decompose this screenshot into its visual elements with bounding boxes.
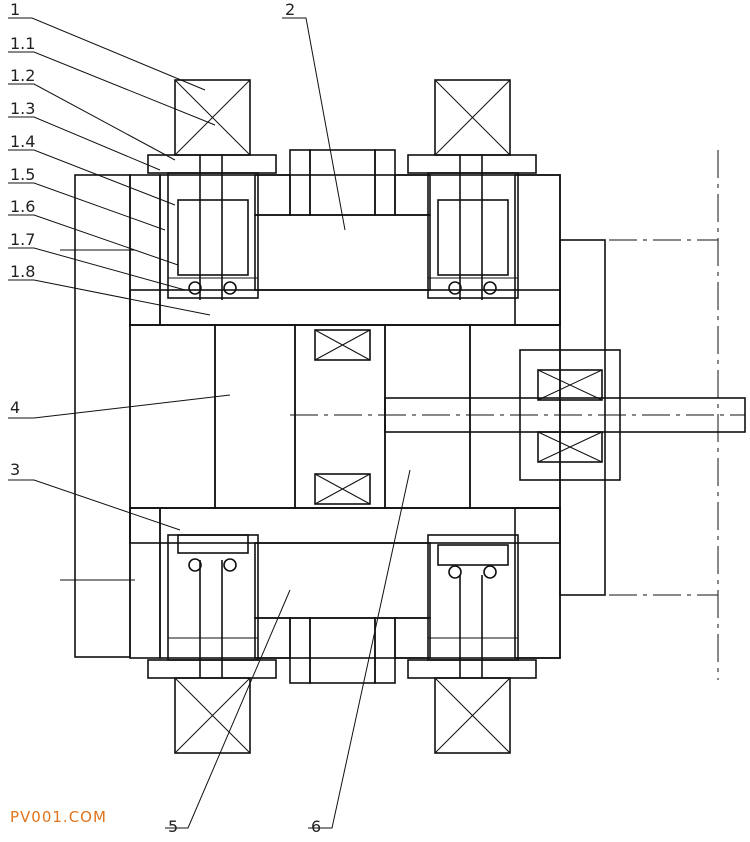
label-2: 2 — [285, 0, 295, 19]
label-5: 5 — [168, 817, 178, 836]
label-1-7: 1.7 — [10, 230, 35, 249]
bearing-bottom-left — [147, 534, 277, 754]
bearing-top-right — [407, 79, 537, 300]
label-1-5: 1.5 — [10, 165, 35, 184]
label-6: 6 — [311, 817, 321, 836]
label-1-8: 1.8 — [10, 262, 35, 281]
horizontal-shaft — [290, 397, 746, 433]
bearing-bottom-right — [407, 534, 537, 754]
leader-lines — [8, 17, 411, 829]
label-1-2: 1.2 — [10, 66, 35, 85]
label-1-1: 1.1 — [10, 34, 35, 53]
part-labels: 1 1.1 1.2 1.3 1.4 1.5 1.6 1.7 1.8 2 3 4 … — [10, 0, 321, 836]
watermark: PV001.COM — [10, 808, 107, 826]
label-1-4: 1.4 — [10, 132, 35, 151]
label-3: 3 — [10, 460, 20, 479]
left-housing — [74, 174, 216, 659]
center-column — [214, 324, 471, 509]
label-4: 4 — [10, 398, 20, 417]
bearing-top-left — [147, 79, 277, 300]
label-1: 1 — [10, 0, 20, 19]
label-1-3: 1.3 — [10, 99, 35, 118]
label-1-6: 1.6 — [10, 197, 35, 216]
right-housing — [469, 174, 621, 659]
